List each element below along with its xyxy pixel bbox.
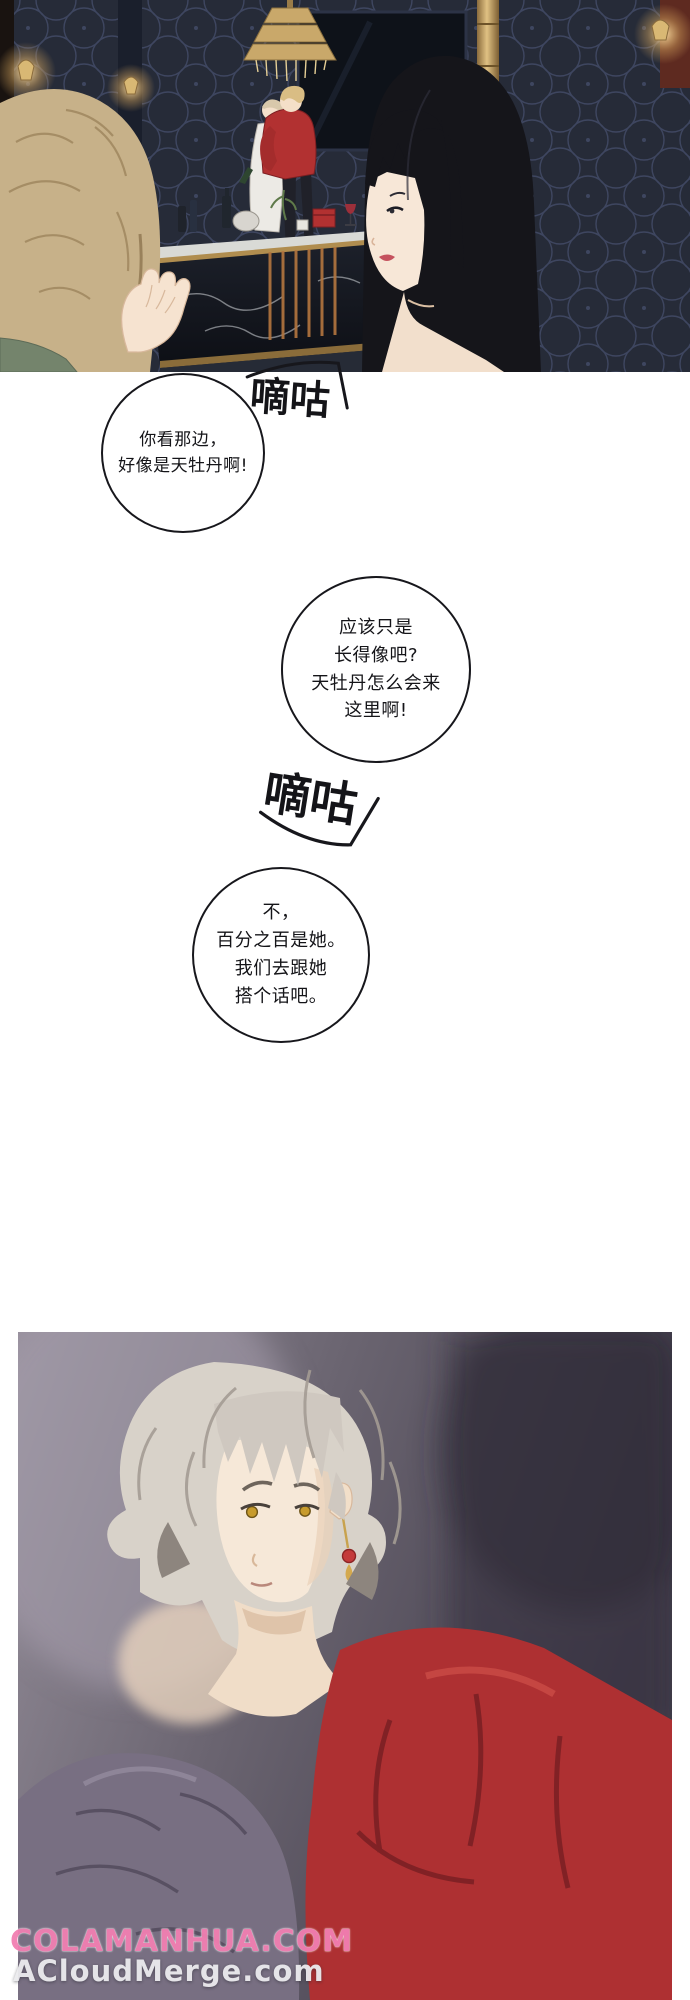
eyebrow <box>293 1482 321 1492</box>
couple-at-bar <box>249 85 317 250</box>
closeup-illustration <box>18 1332 672 2000</box>
closeup-man <box>107 1362 402 1717</box>
bubble-line: 我们去跟她 <box>234 958 328 979</box>
observer-right <box>362 55 541 372</box>
bar-scene-illustration <box>0 0 690 372</box>
speech-bubble-1: 你看那边， 好像是天牡丹啊! <box>101 373 265 533</box>
speech-bubble-2: 应该只是 长得像吧? 天牡丹怎么会来 这里啊! <box>281 576 471 763</box>
bubble-line: 应该只是 <box>339 616 413 638</box>
speech-bubble-3-text: 不， 百分之百是她。 我们去跟她 搭个话吧。 <box>216 899 346 1011</box>
bubble-line: 好像是天牡丹啊! <box>118 456 248 476</box>
sfx-bracket-stroke <box>258 796 380 847</box>
speech-bubble-1-text: 你看那边， 好像是天牡丹啊! <box>118 427 248 480</box>
watermark-acloudmerge: ACloudMerge.com <box>13 1954 325 1988</box>
sfx-bracket-stroke <box>245 360 349 410</box>
companion-hair <box>18 1753 300 2000</box>
bubble-line: 天牡丹怎么会来 <box>311 672 441 694</box>
speech-bubble-3: 不， 百分之百是她。 我们去跟她 搭个话吧。 <box>192 867 370 1043</box>
watermark-colamanhua: COLAMANHUA.COM <box>10 1924 354 1959</box>
panel-bar-scene <box>0 0 690 372</box>
bubble-line: 长得像吧? <box>333 644 419 666</box>
bubble-line: 不， <box>262 902 300 924</box>
chandelier <box>243 0 337 82</box>
closeup-man-neck <box>208 1600 342 1717</box>
sfx-whisper-2: 嘀咕 <box>258 753 380 847</box>
bubble-line: 这里啊! <box>344 700 408 722</box>
speech-bubble-2-text: 应该只是 长得像吧? 天牡丹怎么会来 这里啊! <box>311 614 441 726</box>
bubble-line: 百分之百是她。 <box>216 930 346 952</box>
observer-left <box>0 88 191 372</box>
gold-eye <box>245 1505 259 1519</box>
red-hoodie <box>305 1627 672 2000</box>
closeup-man-hair-front <box>137 1369 402 1600</box>
sfx-whisper-1: 嘀咕 <box>245 360 349 426</box>
bubble-line: 搭个话吧。 <box>234 985 328 1007</box>
gold-eye <box>299 1505 311 1517</box>
eyebrow <box>241 1480 273 1492</box>
plant-sprig <box>270 189 297 221</box>
bubble-line: 你看那边， <box>139 429 227 450</box>
copper-rails <box>268 247 337 340</box>
panel-closeup <box>18 1332 672 2000</box>
observer-hand <box>121 268 191 353</box>
mouth <box>250 1581 273 1587</box>
nose <box>251 1553 258 1567</box>
bar-counter <box>148 167 399 372</box>
